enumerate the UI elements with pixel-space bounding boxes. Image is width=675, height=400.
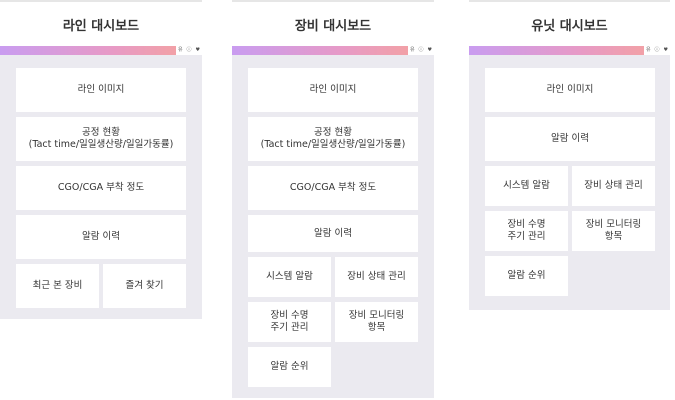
user-icon[interactable]: 유 [645, 47, 651, 53]
favorite-icon[interactable]: ♥ [195, 47, 200, 53]
alarm-rank-tile[interactable]: 알람 순위 [485, 256, 568, 296]
cgo-cga-tile[interactable]: CGO/CGA 부착 정도 [16, 166, 186, 210]
favorite-icon[interactable]: ♥ [427, 47, 432, 53]
header-tools: 유 ⓘ ♥ [408, 46, 434, 55]
equipment-dashboard-title: 장비 대시보드 [232, 0, 434, 46]
equipment-dashboard-body: 라인 이미지 공정 현황 (Tact time/일일생산량/일일가동률) CGO… [232, 55, 434, 398]
info-icon[interactable]: ⓘ [654, 47, 660, 53]
line-dashboard-title: 라인 대시보드 [0, 0, 202, 46]
line-image-tile[interactable]: 라인 이미지 [248, 68, 418, 112]
alarm-history-tile[interactable]: 알람 이력 [485, 117, 655, 161]
unit-dashboard-body: 라인 이미지 알람 이력 시스템 알람 장비 상태 관리 장비 수명 주기 관리… [469, 55, 670, 310]
cgo-cga-tile[interactable]: CGO/CGA 부착 정도 [248, 166, 418, 210]
equipment-dashboard-panel: 장비 대시보드 유 ⓘ ♥ 라인 이미지 공정 현황 (Tact time/일일… [232, 0, 434, 398]
alarm-rank-tile[interactable]: 알람 순위 [248, 347, 331, 387]
equipment-life-cycle-tile[interactable]: 장비 수명 주기 관리 [485, 211, 568, 251]
user-icon[interactable]: 유 [177, 47, 183, 53]
equipment-monitoring-tile[interactable]: 장비 모니터링 항목 [335, 302, 418, 342]
equipment-status-tile[interactable]: 장비 상태 관리 [335, 257, 418, 297]
process-status-tile[interactable]: 공정 현황 (Tact time/일일생산량/일일가동률) [248, 117, 418, 161]
equipment-status-tile[interactable]: 장비 상태 관리 [572, 166, 655, 206]
info-icon[interactable]: ⓘ [418, 47, 424, 53]
equipment-dashboard-header-bar: 유 ⓘ ♥ [232, 46, 434, 55]
unit-dashboard-panel: 유닛 대시보드 유 ⓘ ♥ 라인 이미지 알람 이력 시스템 알람 장비 상태 … [469, 0, 670, 310]
recent-equipment-tile[interactable]: 최근 본 장비 [16, 264, 99, 308]
alarm-history-tile[interactable]: 알람 이력 [16, 215, 186, 259]
header-tools: 유 ⓘ ♥ [644, 46, 670, 55]
alarm-history-tile[interactable]: 알람 이력 [248, 215, 418, 252]
process-status-tile[interactable]: 공정 현황 (Tact time/일일생산량/일일가동률) [16, 117, 186, 161]
unit-dashboard-title: 유닛 대시보드 [469, 0, 670, 46]
line-dashboard-header-bar: 유 ⓘ ♥ [0, 46, 202, 55]
equipment-monitoring-tile[interactable]: 장비 모니터링 항목 [572, 211, 655, 251]
system-alarm-tile[interactable]: 시스템 알람 [485, 166, 568, 206]
user-icon[interactable]: 유 [409, 47, 415, 53]
favorites-tile[interactable]: 즐겨 찾기 [103, 264, 186, 308]
line-dashboard-panel: 라인 대시보드 유 ⓘ ♥ 라인 이미지 공정 현황 (Tact time/일일… [0, 0, 202, 319]
header-tools: 유 ⓘ ♥ [176, 46, 202, 55]
unit-dashboard-header-bar: 유 ⓘ ♥ [469, 46, 670, 55]
equipment-life-cycle-tile[interactable]: 장비 수명 주기 관리 [248, 302, 331, 342]
system-alarm-tile[interactable]: 시스템 알람 [248, 257, 331, 297]
line-dashboard-body: 라인 이미지 공정 현황 (Tact time/일일생산량/일일가동률) CGO… [0, 55, 202, 319]
line-image-tile[interactable]: 라인 이미지 [16, 68, 186, 112]
line-image-tile[interactable]: 라인 이미지 [485, 68, 655, 112]
info-icon[interactable]: ⓘ [186, 47, 192, 53]
favorite-icon[interactable]: ♥ [663, 47, 668, 53]
